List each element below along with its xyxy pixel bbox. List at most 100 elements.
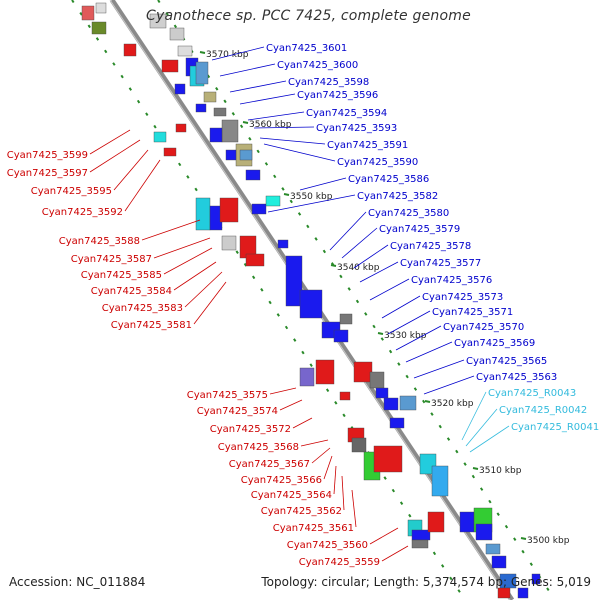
rna-gene-label[interactable]: Cyan7425_R0042 bbox=[499, 405, 587, 416]
right-label-leader bbox=[259, 137, 326, 145]
right-label-leader bbox=[353, 244, 389, 269]
scale-tick-label: 3500 kbp bbox=[527, 536, 570, 546]
gene-label-right[interactable]: Cyan7425_3571 bbox=[432, 307, 513, 318]
gene-arrow bbox=[353, 361, 373, 383]
left-label-leader bbox=[89, 129, 131, 155]
gene-label-right[interactable]: Cyan7425_3570 bbox=[443, 322, 524, 333]
gene-block bbox=[399, 395, 417, 411]
left-label-leader bbox=[124, 159, 161, 212]
gene-block bbox=[213, 107, 227, 117]
gene-arrow bbox=[375, 387, 389, 399]
gene-label-left[interactable]: Cyan7425_3584 bbox=[91, 286, 172, 297]
left-label-leader bbox=[323, 455, 333, 480]
left-label-leader bbox=[333, 465, 337, 495]
gene-arrow bbox=[333, 329, 349, 343]
rna-label-leader bbox=[469, 425, 510, 453]
gene-label-left[interactable]: Cyan7425_3585 bbox=[81, 270, 162, 281]
gene-label-right[interactable]: Cyan7425_3569 bbox=[454, 338, 535, 349]
gene-label-right[interactable]: Cyan7425_3591 bbox=[327, 140, 408, 151]
gene-label-right[interactable]: Cyan7425_3594 bbox=[306, 108, 387, 119]
gene-label-left[interactable]: Cyan7425_3588 bbox=[59, 236, 140, 247]
gene-label-left[interactable]: Cyan7425_3568 bbox=[218, 442, 299, 453]
gene-label-left[interactable]: Cyan7425_3592 bbox=[42, 207, 123, 218]
gene-label-left[interactable]: Cyan7425_3599 bbox=[7, 150, 88, 161]
gene-block bbox=[369, 371, 385, 389]
gene-label-right[interactable]: Cyan7425_3596 bbox=[297, 90, 378, 101]
gene-label-right[interactable]: Cyan7425_3590 bbox=[337, 157, 418, 168]
gene-label-right[interactable]: Cyan7425_3601 bbox=[266, 43, 347, 54]
gene-features bbox=[81, 2, 541, 599]
gene-arrow bbox=[123, 43, 137, 57]
gene-label-left[interactable]: Cyan7425_3595 bbox=[31, 186, 112, 197]
gene-label-right[interactable]: Cyan7425_3600 bbox=[277, 60, 358, 71]
gene-block bbox=[351, 437, 367, 453]
left-label-leader bbox=[269, 387, 297, 395]
gene-label-left[interactable]: Cyan7425_3572 bbox=[210, 424, 291, 435]
gene-label-right[interactable]: Cyan7425_3565 bbox=[466, 356, 547, 367]
gene-label-right[interactable]: Cyan7425_3580 bbox=[368, 208, 449, 219]
gene-arrow bbox=[219, 197, 239, 223]
left-label-leader bbox=[351, 489, 357, 528]
left-label-leader bbox=[89, 139, 141, 173]
scale-tick-mark bbox=[377, 332, 384, 335]
gene-label-left[interactable]: Cyan7425_3575 bbox=[187, 390, 268, 401]
gene-block bbox=[153, 131, 167, 143]
gene-label-left[interactable]: Cyan7425_3574 bbox=[197, 406, 278, 417]
gene-label-left[interactable]: Cyan7425_3567 bbox=[229, 459, 310, 470]
gene-label-right[interactable]: Cyan7425_3586 bbox=[348, 174, 429, 185]
gene-labels: Cyan7425_3599Cyan7425_3597Cyan7425_3595C… bbox=[7, 43, 599, 568]
gene-label-right[interactable]: Cyan7425_3593 bbox=[316, 123, 397, 134]
gene-label-left[interactable]: Cyan7425_3581 bbox=[111, 320, 192, 331]
right-label-leader bbox=[211, 46, 265, 61]
gene-arrow bbox=[491, 555, 507, 569]
right-label-leader bbox=[263, 143, 336, 162]
gene-label-right[interactable]: Cyan7425_3563 bbox=[476, 372, 557, 383]
gene-arrow bbox=[209, 127, 223, 143]
gene-block bbox=[95, 2, 107, 14]
left-label-leader bbox=[193, 281, 227, 325]
gene-label-left[interactable]: Cyan7425_3597 bbox=[7, 168, 88, 179]
left-label-leader bbox=[292, 417, 313, 429]
gene-block bbox=[177, 45, 193, 57]
gene-label-left[interactable]: Cyan7425_3583 bbox=[102, 303, 183, 314]
gene-block bbox=[339, 313, 353, 325]
left-label-leader bbox=[341, 475, 345, 511]
gene-label-right[interactable]: Cyan7425_3577 bbox=[400, 258, 481, 269]
gene-label-left[interactable]: Cyan7425_3560 bbox=[287, 540, 368, 551]
rna-gene-label[interactable]: Cyan7425_R0043 bbox=[488, 388, 576, 399]
gene-label-left[interactable]: Cyan7425_3561 bbox=[273, 523, 354, 534]
gene-label-right[interactable]: Cyan7425_3578 bbox=[390, 241, 471, 252]
gene-label-left[interactable]: Cyan7425_3566 bbox=[241, 475, 322, 486]
gene-label-right[interactable]: Cyan7425_3579 bbox=[379, 224, 460, 235]
gene-label-left[interactable]: Cyan7425_3587 bbox=[71, 254, 152, 265]
rna-gene-label[interactable]: Cyan7425_R0041 bbox=[511, 422, 599, 433]
right-label-leader bbox=[247, 111, 305, 121]
scale-tick-label: 3530 kbp bbox=[384, 331, 427, 341]
gene-label-right[interactable]: Cyan7425_3598 bbox=[288, 77, 369, 88]
scale-tick-label: 3550 kbp bbox=[290, 192, 333, 202]
right-label-leader bbox=[253, 126, 315, 129]
gene-label-left[interactable]: Cyan7425_3564 bbox=[251, 490, 332, 501]
left-label-leader bbox=[163, 247, 213, 275]
gene-block bbox=[221, 235, 237, 251]
gene-arrow bbox=[517, 587, 529, 599]
right-label-leader bbox=[329, 211, 367, 251]
gene-block bbox=[475, 523, 493, 541]
gene-label-left[interactable]: Cyan7425_3562 bbox=[261, 506, 342, 517]
right-label-leader bbox=[267, 194, 356, 213]
gene-block bbox=[221, 119, 239, 143]
gene-label-right[interactable]: Cyan7425_3576 bbox=[411, 275, 492, 286]
scale-tick-mark bbox=[330, 264, 337, 267]
right-label-leader bbox=[299, 177, 347, 191]
scale-tick-label: 3510 kbp bbox=[479, 466, 522, 476]
rna-label-leader bbox=[461, 391, 487, 441]
scale-tick-label: 3560 kbp bbox=[249, 120, 292, 130]
scale-tick-mark bbox=[283, 193, 290, 196]
gene-label-left[interactable]: Cyan7425_3559 bbox=[299, 557, 380, 568]
gene-label-right[interactable]: Cyan7425_3582 bbox=[357, 191, 438, 202]
label-leaders bbox=[89, 46, 510, 562]
gene-label-right[interactable]: Cyan7425_3573 bbox=[422, 292, 503, 303]
left-label-leader bbox=[279, 399, 303, 411]
